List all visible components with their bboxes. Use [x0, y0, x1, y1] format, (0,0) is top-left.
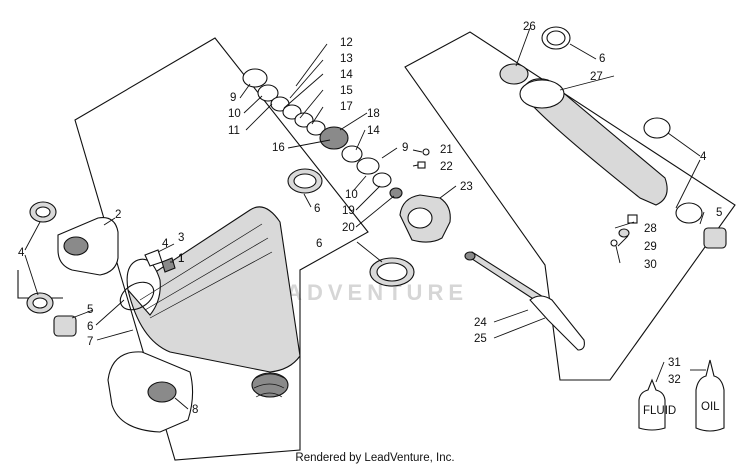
callout-6-repeat: 6 — [314, 203, 320, 215]
callout-6-left: 6 — [87, 321, 93, 333]
callout-1: 1 — [178, 253, 184, 265]
upper-assembly-frame — [404, 31, 736, 381]
detent-ball — [422, 148, 430, 156]
end-cap — [499, 63, 529, 85]
callout-5-left: 5 — [87, 304, 93, 316]
callout-15: 15 — [340, 85, 353, 97]
oil-bottle-label: OIL — [701, 401, 720, 413]
set-screw — [627, 214, 638, 224]
callout-11: 11 — [228, 125, 240, 137]
callout-18: 18 — [367, 108, 380, 120]
fluid-bottle: FLUID — [638, 378, 676, 431]
oil-bottle: OIL — [695, 359, 725, 432]
callout-9: 9 — [230, 92, 236, 104]
reservoir-body — [519, 78, 668, 206]
callout-10: 10 — [228, 108, 241, 120]
footer-credit: Rendered by LeadVenture, Inc. — [295, 452, 455, 464]
plug — [618, 228, 630, 238]
sleeve-left — [53, 315, 77, 337]
callout-20: 20 — [342, 222, 355, 234]
callout-23: 23 — [460, 181, 473, 193]
callout-32: 32 — [668, 374, 681, 386]
callout-14: 14 — [340, 69, 353, 81]
callout-22: 22 — [440, 161, 453, 173]
reservoir-cover — [107, 351, 194, 433]
valve-cap — [161, 257, 176, 273]
sleeve-right — [703, 227, 727, 249]
shock-body — [126, 206, 301, 398]
callout-5-repeat: 5 — [716, 207, 722, 219]
callout-16: 16 — [272, 142, 285, 154]
callout-30: 30 — [644, 259, 657, 271]
leader-lines — [24, 27, 706, 410]
callout-9-repeat: 9 — [402, 142, 408, 154]
callout-14-repeat: 14 — [367, 125, 380, 137]
callout-25: 25 — [474, 333, 487, 345]
callout-6-repeat: 6 — [599, 53, 605, 65]
piston — [399, 194, 451, 243]
piston-stack — [242, 68, 403, 199]
ball — [610, 239, 618, 247]
callouts: 1 2 3 4 5 6 7 8 9 10 11 12 13 14 15 16 1… — [18, 21, 681, 416]
callout-24: 24 — [474, 317, 487, 329]
callout-4-repeat: 4 — [162, 238, 169, 250]
callout-7: 7 — [87, 336, 93, 348]
callout-6-repeat: 6 — [316, 238, 322, 250]
lower-assembly-frame — [74, 37, 369, 461]
callout-1-repeat: 1 — [178, 253, 184, 265]
callout-28: 28 — [644, 223, 657, 235]
callout-4-left: 4 — [18, 247, 25, 259]
callout-27: 27 — [590, 71, 603, 83]
bushing-right-lower — [675, 202, 703, 224]
callout-31: 31 — [668, 357, 681, 369]
callout-10-repeat: 10 — [345, 189, 358, 201]
detent-spring — [417, 161, 426, 169]
callout-29: 29 — [644, 241, 657, 253]
callout-8: 8 — [192, 404, 198, 416]
bushing-right-upper — [643, 117, 671, 139]
callout-2: 2 — [115, 209, 121, 221]
callout-13: 13 — [340, 53, 353, 65]
eye-mount — [57, 217, 119, 276]
callout-12: 12 — [340, 37, 353, 49]
callout-19: 19 — [342, 205, 355, 217]
callout-21: 21 — [440, 144, 453, 156]
callout-26: 26 — [523, 21, 536, 33]
o-ring-seal — [119, 281, 155, 311]
callout-4-repeat: 4 — [700, 151, 707, 163]
piston-shaft — [464, 251, 585, 351]
callout-17: 17 — [340, 101, 353, 113]
fluid-bottle-label: FLUID — [643, 405, 676, 417]
callout-3: 3 — [178, 232, 184, 244]
